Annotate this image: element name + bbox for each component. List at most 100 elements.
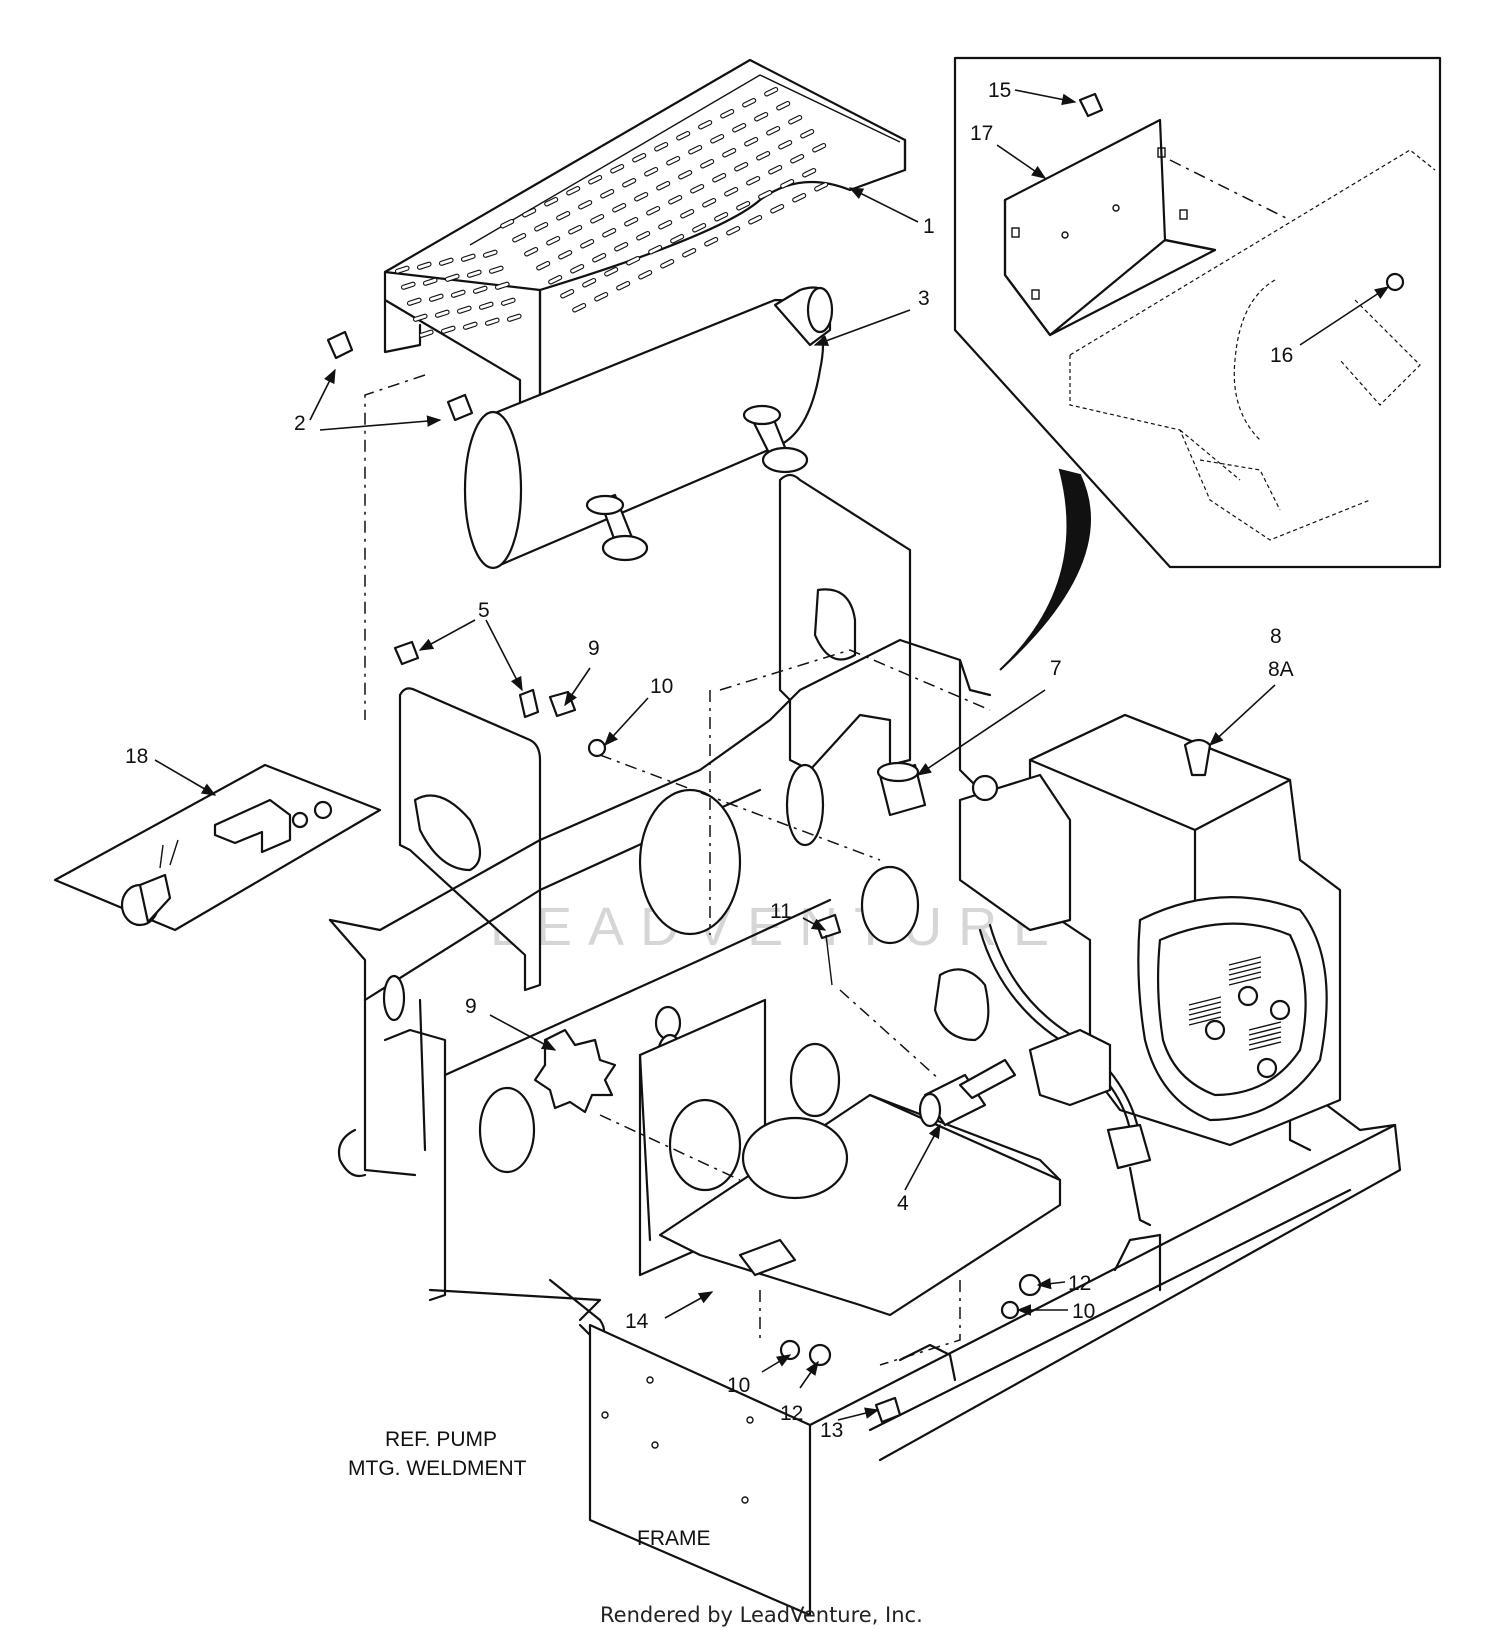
vent-slot	[670, 233, 685, 244]
vent-slot	[416, 261, 432, 270]
heat-shield-right	[778, 473, 912, 772]
vent-slot	[524, 246, 539, 257]
vent-slot	[754, 111, 769, 122]
callout-12-lower-left: 12	[780, 1402, 803, 1425]
vent-slot	[802, 167, 817, 178]
callout-15: 15	[988, 79, 1011, 102]
vent-slot	[688, 144, 703, 155]
vent-slot	[558, 249, 573, 260]
vent-slot	[626, 255, 641, 266]
vent-slot	[726, 225, 741, 236]
vent-slot	[614, 241, 629, 252]
detail-inset	[953, 56, 1442, 569]
vent-slot	[512, 232, 527, 243]
screen-hatch	[1188, 1016, 1222, 1026]
callout-5: 5	[478, 599, 490, 622]
vent-slot	[482, 249, 498, 258]
vent-slot	[646, 205, 661, 216]
ref-pump-weldment-line2: MTG. WELDMENT	[348, 1457, 527, 1480]
vent-slot	[546, 235, 561, 246]
vent-slot	[594, 291, 609, 302]
vent-slot	[588, 174, 603, 185]
ref-frame: FRAME	[637, 1527, 711, 1550]
screen-hatch	[1228, 976, 1262, 986]
vent-slot	[660, 258, 675, 269]
screen-hatch	[1188, 996, 1222, 1006]
vent-slot	[484, 317, 500, 326]
engine-screen-pattern	[1188, 956, 1282, 1051]
vent-slot	[654, 141, 669, 152]
vent-slot	[536, 260, 551, 271]
vent-slot	[758, 189, 773, 200]
vent-slot	[580, 238, 595, 249]
vent-slot	[814, 181, 829, 192]
heat-shield-left	[398, 687, 542, 992]
vent-slot	[400, 281, 416, 290]
vent-slot	[624, 216, 639, 227]
vent-slot	[658, 219, 673, 230]
vent-slot	[638, 269, 653, 280]
vent-slot	[450, 289, 466, 298]
vent-slot	[600, 188, 615, 199]
vent-slot	[722, 147, 737, 158]
assembly-centerlines	[364, 159, 1291, 1366]
vent-slot	[568, 224, 583, 235]
vent-slot	[604, 266, 619, 277]
vent-slot	[456, 305, 472, 314]
callout-10-lower-left: 10	[727, 1374, 750, 1397]
callout-8: 8	[1270, 625, 1282, 648]
vent-slot	[478, 301, 494, 310]
screen-hatch	[1188, 1001, 1222, 1011]
callout-10-right: 10	[1072, 1300, 1095, 1323]
callout-8a: 8A	[1268, 658, 1294, 681]
vent-slot	[746, 175, 761, 186]
vent-slot	[632, 152, 647, 163]
vent-slot	[666, 155, 681, 166]
screen-hatch	[1248, 1036, 1282, 1046]
vent-slot	[636, 230, 651, 241]
vent-slot	[766, 125, 781, 136]
screen-hatch	[1248, 1026, 1282, 1036]
vent-slot	[572, 302, 587, 313]
vent-slot	[778, 139, 793, 150]
screen-hatch	[1188, 1011, 1222, 1021]
screen-hatch	[1228, 956, 1262, 966]
switch-inset	[53, 763, 382, 932]
vent-slot	[678, 169, 693, 180]
vent-slot	[702, 197, 717, 208]
fitting	[918, 1058, 1017, 1128]
vent-slot	[682, 247, 697, 258]
vent-slot	[506, 313, 522, 322]
vent-slot	[500, 218, 515, 229]
vent-slot	[602, 227, 617, 238]
callout-12-right: 12	[1068, 1272, 1091, 1295]
vent-slot	[422, 277, 438, 286]
vent-slot	[522, 207, 537, 218]
vent-slot	[590, 213, 605, 224]
vent-slot	[742, 97, 757, 108]
vent-slot	[680, 208, 695, 219]
vent-slot	[394, 265, 410, 274]
vent-slot	[548, 274, 563, 285]
vent-slot	[768, 164, 783, 175]
callout-17: 17	[970, 122, 993, 145]
vent-slot	[698, 119, 713, 130]
vent-slot	[440, 325, 456, 334]
vent-slot	[704, 236, 719, 247]
vent-slot	[656, 180, 671, 191]
vent-slot	[792, 192, 807, 203]
screen-hatch	[1248, 1021, 1282, 1031]
vent-slot	[570, 263, 585, 274]
vent-slot	[412, 313, 428, 322]
vent-slot	[648, 244, 663, 255]
vent-slot	[710, 133, 725, 144]
engine	[933, 713, 1342, 1227]
vent-slot	[780, 178, 795, 189]
vent-slot	[544, 196, 559, 207]
vent-slot	[712, 172, 727, 183]
frame	[588, 1098, 1402, 1617]
vent-slot	[534, 221, 549, 232]
callout-leaders	[154, 89, 1390, 1421]
screen-hatch	[1228, 971, 1262, 981]
vent-slot	[610, 163, 625, 174]
